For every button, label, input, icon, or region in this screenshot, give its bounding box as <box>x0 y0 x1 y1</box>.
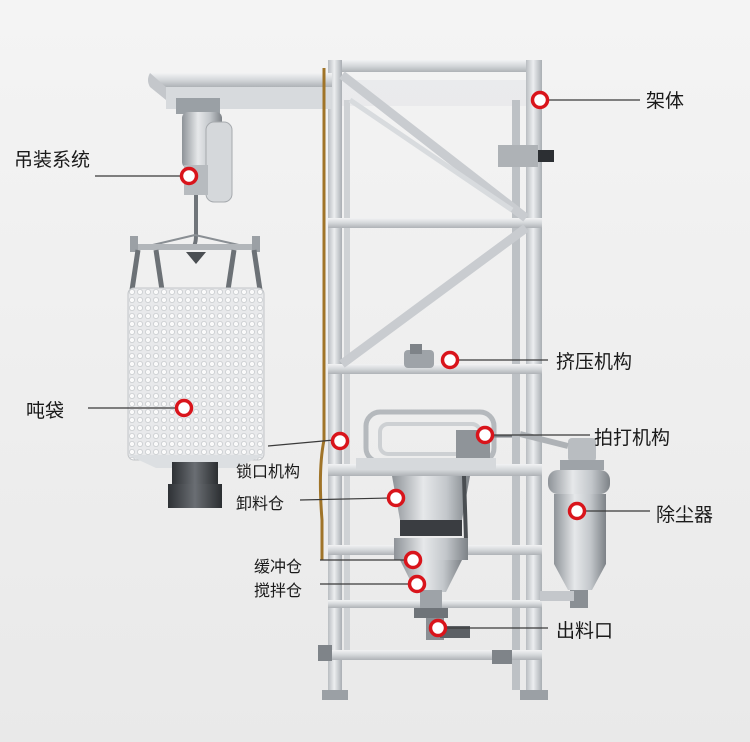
label-dust: 除尘器 <box>656 504 714 526</box>
marker-outlet <box>428 618 448 638</box>
ton-bag <box>127 287 265 508</box>
marker-unload <box>386 488 406 508</box>
marker-dust <box>567 501 587 521</box>
label-bag: 吨袋 <box>26 400 65 422</box>
marker-frame <box>530 90 550 110</box>
label-lock: 锁口机构 <box>236 462 301 481</box>
marker-beat <box>475 425 495 445</box>
label-unload: 卸料仓 <box>236 494 285 513</box>
label-stir: 搅拌仓 <box>254 581 303 600</box>
marker-bag <box>174 398 194 418</box>
power-cable <box>318 68 326 560</box>
label-hoist: 吊装系统 <box>14 149 91 171</box>
label-frame: 架体 <box>646 90 685 112</box>
label-buffer: 缓冲仓 <box>254 557 303 576</box>
dust-collector <box>519 431 610 608</box>
label-outlet: 出料口 <box>556 620 614 642</box>
marker-buffer <box>403 550 423 570</box>
leader-lines <box>88 99 650 629</box>
marker-stir <box>407 574 427 594</box>
markers <box>174 90 587 638</box>
marker-lock <box>330 431 350 451</box>
marker-squeeze <box>440 350 460 370</box>
label-beat: 拍打机构 <box>594 427 671 449</box>
squeeze-mechanism <box>404 344 434 368</box>
marker-hoist <box>179 166 199 186</box>
label-squeeze: 挤压机构 <box>556 351 633 373</box>
unload-hopper <box>356 458 496 541</box>
hoist-system <box>129 73 332 291</box>
